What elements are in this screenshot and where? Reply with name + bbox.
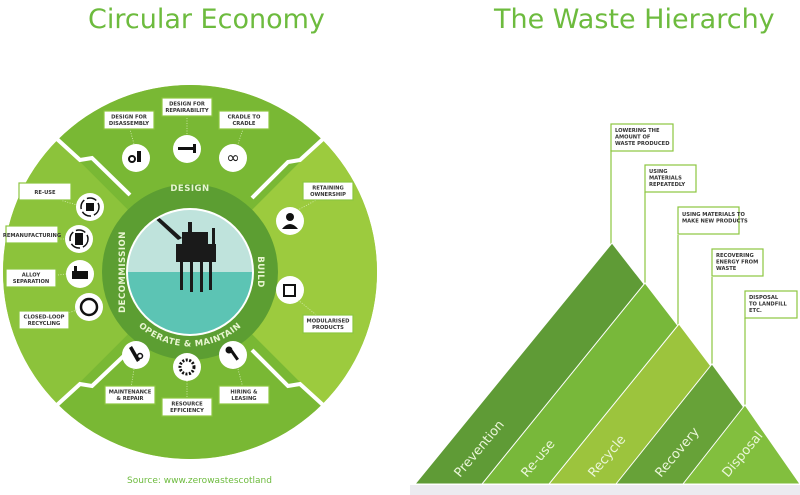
svg-text:∞: ∞ bbox=[226, 148, 239, 167]
closed-loop-icon bbox=[75, 293, 103, 321]
keys-icon bbox=[219, 341, 247, 369]
svg-text:REMANUFACTURING: REMANUFACTURING bbox=[3, 233, 61, 239]
footer-band bbox=[410, 485, 800, 495]
reuse-box-icon bbox=[76, 193, 104, 221]
design-sector bbox=[57, 85, 323, 272]
stage-decommission: DECOMMISSION bbox=[118, 231, 128, 313]
svg-text:HIRING &LEASING: HIRING &LEASING bbox=[230, 390, 258, 403]
decommission-sector bbox=[3, 139, 190, 405]
build-sector bbox=[190, 139, 377, 405]
sector-dividers bbox=[55, 137, 325, 407]
wrench-icon bbox=[173, 135, 201, 163]
circular-economy-title: Circular Economy bbox=[88, 4, 325, 35]
waste-pyramid: Prevention Re-use Recycle Recovery Dispo… bbox=[413, 123, 800, 485]
circular-economy-wheel: DESIGN BUILD DECOMMISSION OPERATE & MAIN… bbox=[3, 85, 377, 459]
bolt-nut-icon bbox=[122, 144, 150, 172]
level-disposal bbox=[681, 404, 800, 485]
cube-icon bbox=[276, 276, 304, 304]
svg-text:MAINTENANCE& REPAIR: MAINTENANCE& REPAIR bbox=[109, 390, 152, 403]
tools-icon bbox=[122, 341, 150, 369]
source-credit: Source: www.zerowastescotland bbox=[127, 476, 272, 486]
stage-design: DESIGN bbox=[170, 184, 209, 194]
svg-text:RE-USE: RE-USE bbox=[34, 190, 56, 196]
gear-icon bbox=[173, 353, 201, 381]
item-icons: ∞ bbox=[65, 135, 304, 381]
remanufacturing-icon bbox=[65, 225, 93, 253]
infinity-icon: ∞ bbox=[219, 144, 247, 172]
factory-icon bbox=[66, 260, 94, 288]
callout-lines bbox=[610, 150, 746, 410]
waste-hierarchy-title: The Waste Hierarchy bbox=[494, 4, 775, 35]
stage-build: BUILD bbox=[255, 256, 265, 288]
person-icon bbox=[276, 207, 304, 235]
